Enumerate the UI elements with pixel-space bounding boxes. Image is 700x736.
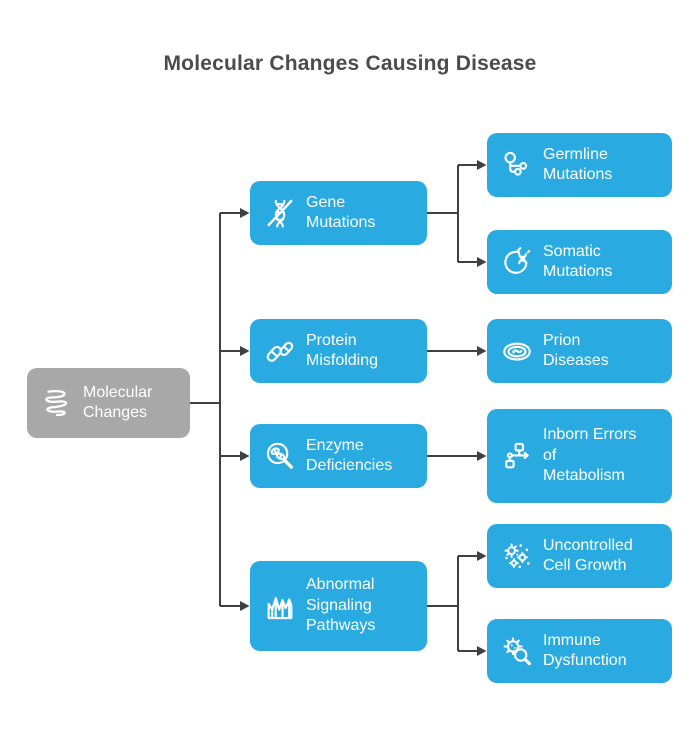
node-label: Inborn Errors of Metabolism <box>543 426 637 485</box>
node-label: Protein Misfolding <box>306 331 379 369</box>
node-label: Germline Mutations <box>543 145 613 183</box>
node-uncontrolled-cell-growth: Uncontrolled Cell Growth <box>487 524 672 588</box>
node-protein-misfolding: Protein Misfolding <box>250 319 427 383</box>
petri-dish-icon <box>499 333 535 369</box>
node-label: Abnormal Signaling Pathways <box>306 576 376 635</box>
flowchart-icon <box>499 438 535 474</box>
node-somatic-mutations: Somatic Mutations <box>487 230 672 294</box>
node-enzyme-deficiencies: Enzyme Deficiencies <box>250 424 427 488</box>
node-label: Immune Dysfunction <box>543 631 627 669</box>
node-prion-diseases: Prion Diseases <box>487 319 672 383</box>
node-label: Gene Mutations <box>306 193 376 231</box>
virus-magnifier-icon <box>499 633 535 669</box>
lineage-tree-icon <box>499 147 535 183</box>
node-germline-mutations: Germline Mutations <box>487 133 672 197</box>
node-label: Enzyme Deficiencies <box>306 436 393 474</box>
node-label: Uncontrolled Cell Growth <box>543 536 633 574</box>
node-label: Prion Diseases <box>543 331 609 369</box>
signal-waveform-icon <box>262 588 298 624</box>
node-inborn-errors-of-metabolism: Inborn Errors of Metabolism <box>487 409 672 503</box>
node-abnormal-signaling-pathways: Abnormal Signaling Pathways <box>250 561 427 651</box>
diagram-title: Molecular Changes Causing Disease <box>163 52 537 75</box>
node-gene-mutations: Gene Mutations <box>250 181 427 245</box>
capsules-icon <box>262 333 298 369</box>
node-label: Molecular Changes <box>83 383 153 421</box>
cell-cluster-icon <box>499 538 535 574</box>
node-immune-dysfunction: Immune Dysfunction <box>487 619 672 683</box>
helix-coil-icon <box>39 385 75 421</box>
dna-crossed-icon <box>262 195 298 231</box>
node-molecular-changes: Molecular Changes <box>27 368 190 438</box>
node-label: Somatic Mutations <box>543 242 613 280</box>
cell-dna-icon <box>499 244 535 280</box>
magnifier-pills-icon <box>262 438 298 474</box>
